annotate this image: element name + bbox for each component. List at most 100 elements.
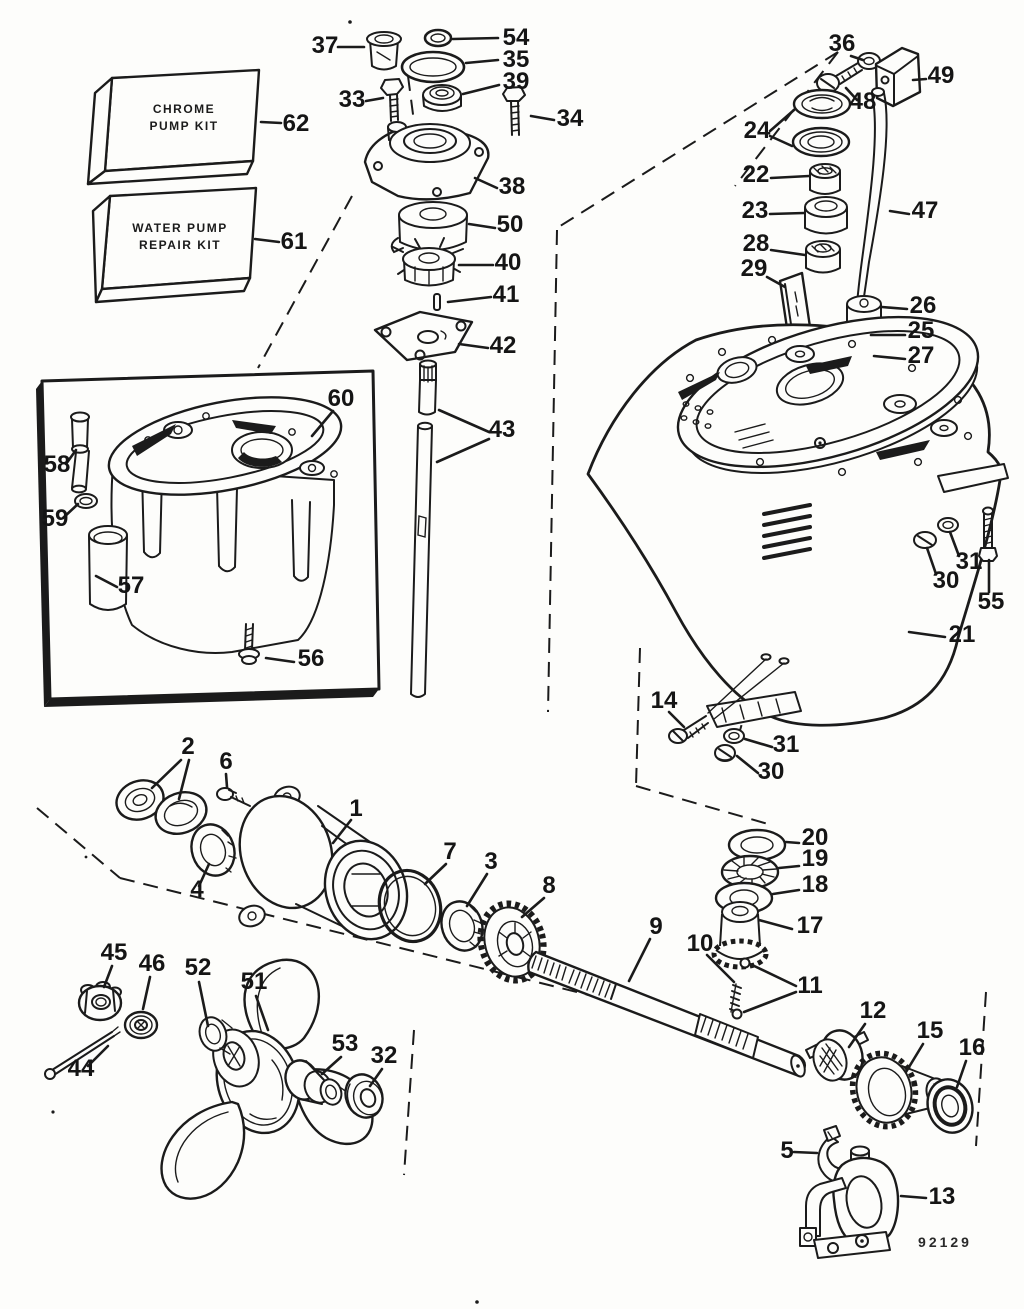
callout-3: 3 bbox=[484, 848, 497, 875]
callout-48: 48 bbox=[850, 88, 877, 115]
part-30-plug bbox=[913, 531, 937, 549]
part-52-diffuser-ring bbox=[198, 1016, 233, 1055]
part-37-bushing bbox=[366, 31, 402, 71]
part-48-screw-and-36-washer bbox=[816, 52, 881, 93]
callout-55: 55 bbox=[978, 588, 1005, 615]
callout-27: 27 bbox=[908, 342, 935, 369]
part-8-forward-gear bbox=[477, 900, 547, 984]
chrome-pump-kit-box: CHROME PUMP KIT bbox=[86, 68, 261, 186]
callout-60: 60 bbox=[328, 385, 355, 412]
callout-54: 54 bbox=[503, 24, 530, 51]
callout-11: 11 bbox=[797, 972, 822, 999]
part-41-impeller-pin bbox=[433, 293, 441, 311]
callout-31: 31 bbox=[956, 548, 983, 575]
part-19-thrust-bearing bbox=[720, 854, 780, 890]
callout-29: 29 bbox=[741, 255, 768, 282]
callout-6: 6 bbox=[219, 748, 232, 775]
callout-38: 38 bbox=[499, 173, 526, 200]
callout-23: 23 bbox=[742, 197, 769, 224]
part-49-anode bbox=[874, 46, 922, 108]
callout-18: 18 bbox=[802, 871, 829, 898]
part-56-bolt bbox=[238, 623, 260, 665]
part-2-seals bbox=[115, 779, 208, 835]
callout-9: 9 bbox=[649, 913, 662, 940]
callout-17: 17 bbox=[797, 912, 824, 939]
callout-10: 10 bbox=[687, 930, 714, 957]
callout-14: 14 bbox=[651, 687, 678, 714]
callout-22: 22 bbox=[743, 161, 770, 188]
water-kit-label-line2: REPAIR KIT bbox=[139, 238, 221, 252]
callout-46: 46 bbox=[139, 950, 166, 977]
callout-61: 61 bbox=[281, 228, 308, 255]
callout-56: 56 bbox=[298, 645, 325, 672]
callout-52: 52 bbox=[185, 954, 212, 981]
callout-26: 26 bbox=[910, 292, 937, 319]
callout-59: 59 bbox=[42, 505, 69, 532]
callout-7: 7 bbox=[443, 838, 456, 865]
callout-labels: 37 54 35 33 39 34 38 50 40 41 42 43 36 4… bbox=[42, 24, 1005, 1210]
part-10-detent-spring bbox=[729, 983, 742, 1013]
part-34-screw bbox=[502, 86, 526, 136]
water-pump-repair-kit-box: WATER PUMP REPAIR KIT bbox=[91, 186, 258, 304]
callout-34: 34 bbox=[557, 105, 584, 132]
part-24-seals bbox=[791, 88, 852, 158]
callout-41: 41 bbox=[493, 281, 520, 308]
part-17-pinion-gear bbox=[711, 901, 769, 970]
callout-8: 8 bbox=[542, 872, 555, 899]
callout-32: 32 bbox=[371, 1042, 398, 1069]
callout-4: 4 bbox=[190, 876, 204, 903]
leader-lines bbox=[61, 36, 991, 1200]
callout-50: 50 bbox=[497, 211, 524, 238]
callout-62: 62 bbox=[283, 110, 310, 137]
part-9-propeller-shaft bbox=[527, 950, 807, 1078]
callout-30b: 30 bbox=[758, 758, 785, 785]
part-57-sleeve bbox=[88, 525, 128, 611]
part-16-bearing-seal bbox=[926, 1078, 974, 1134]
callout-49: 49 bbox=[928, 62, 955, 89]
callout-1: 1 bbox=[349, 795, 362, 822]
part-22-bushing bbox=[809, 163, 841, 195]
part-6-screw bbox=[216, 787, 251, 807]
part-32-spacer-washer bbox=[344, 1073, 384, 1119]
callout-39: 39 bbox=[503, 68, 530, 95]
callout-19: 19 bbox=[802, 845, 829, 872]
callout-13: 13 bbox=[929, 1183, 956, 1210]
part-35-o-ring bbox=[400, 50, 466, 84]
part-21-gearcase-housing bbox=[586, 315, 1009, 727]
callout-24: 24 bbox=[744, 117, 771, 144]
callout-31b: 31 bbox=[773, 731, 800, 758]
callout-53: 53 bbox=[332, 1030, 359, 1057]
water-kit-label-line1: WATER PUMP bbox=[132, 221, 227, 235]
part-45-propeller-nut bbox=[77, 981, 123, 1022]
chrome-kit-label-line1: CHROME bbox=[153, 102, 215, 116]
part-14-screw bbox=[668, 715, 709, 744]
part-59-grommet bbox=[74, 493, 98, 509]
callout-35: 35 bbox=[503, 46, 530, 73]
part-28-bushing bbox=[805, 240, 841, 274]
callout-12: 12 bbox=[860, 997, 887, 1024]
callout-28: 28 bbox=[743, 230, 770, 257]
part-39-seal bbox=[422, 84, 462, 112]
callout-25: 25 bbox=[908, 317, 935, 344]
part-trim-fin bbox=[706, 653, 802, 728]
part-40-impeller bbox=[392, 237, 464, 287]
chrome-kit-label-line2: PUMP KIT bbox=[149, 119, 218, 133]
part-55-bolt bbox=[978, 506, 998, 562]
callout-5: 5 bbox=[780, 1137, 793, 1164]
callout-58: 58 bbox=[44, 451, 71, 478]
part-58-water-tube bbox=[70, 411, 90, 494]
callout-33: 33 bbox=[339, 86, 366, 113]
part-38-pump-housing bbox=[363, 121, 490, 201]
part-31b-washer bbox=[723, 728, 745, 744]
callout-36: 36 bbox=[829, 30, 856, 57]
part-3-bearing bbox=[440, 900, 484, 952]
part-44-cotter-pin bbox=[44, 1026, 121, 1080]
part-23-bearing bbox=[804, 196, 848, 235]
callout-16: 16 bbox=[959, 1034, 986, 1061]
callout-47: 47 bbox=[912, 197, 939, 224]
part-30b-plug bbox=[714, 744, 736, 762]
part-60-adapter-housing bbox=[107, 396, 343, 654]
callout-30: 30 bbox=[933, 567, 960, 594]
part-31-washer bbox=[937, 517, 959, 533]
